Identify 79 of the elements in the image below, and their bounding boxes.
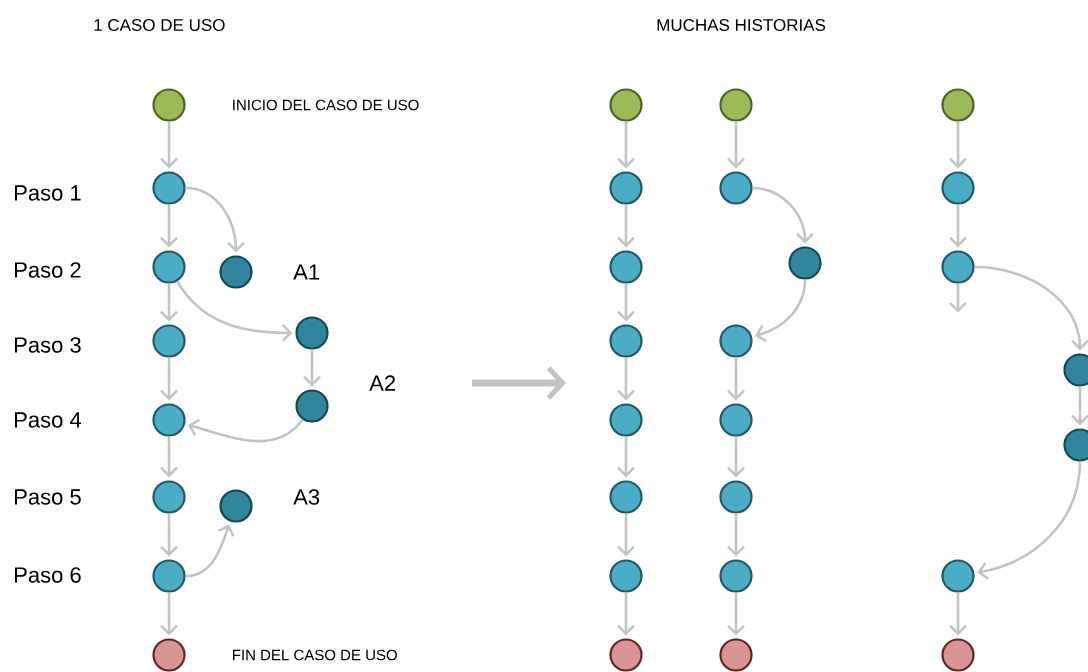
step-circle [1063, 353, 1088, 387]
step-circle [941, 171, 975, 205]
arrow [727, 436, 745, 478]
step-circle [719, 403, 753, 437]
arrow [617, 436, 635, 478]
step-circle [609, 250, 643, 284]
step-circle [219, 255, 253, 289]
step-circle [609, 480, 643, 514]
arrow [949, 592, 967, 636]
step-circle [609, 324, 643, 358]
arrow [752, 186, 814, 244]
arrow [617, 283, 635, 322]
arrow [617, 204, 635, 248]
label: A1 [293, 264, 320, 280]
step-circle [152, 559, 186, 593]
label: A2 [369, 375, 395, 391]
start-circle [719, 88, 753, 122]
label: Paso 5 [15, 489, 81, 505]
arrow [727, 592, 745, 636]
label: Paso 4 [15, 412, 82, 428]
arrow [160, 121, 178, 169]
step-circle [295, 316, 329, 350]
step-circle [609, 171, 643, 205]
end-circle [719, 638, 753, 672]
label: 1 CASO DE USO [94, 18, 225, 31]
arrow [949, 121, 967, 169]
step-circle [295, 389, 329, 423]
end-circle [609, 638, 643, 672]
step-circle [152, 250, 186, 284]
label: Paso 6 [15, 567, 81, 583]
arrow [185, 186, 245, 253]
arrow [187, 418, 304, 443]
arrow [754, 279, 807, 343]
arrow [617, 121, 635, 169]
step-circle [1063, 428, 1088, 462]
end-circle [941, 638, 975, 672]
step-circle [152, 324, 186, 358]
arrow [727, 357, 745, 401]
step-circle [719, 324, 753, 358]
arrow [160, 592, 178, 636]
arrow [974, 265, 1088, 351]
arrow [160, 283, 178, 322]
arrow [160, 357, 178, 401]
step-circle [941, 559, 975, 593]
arrow [727, 513, 745, 557]
arrow [176, 280, 293, 342]
step-circle [219, 489, 253, 523]
step-circle [941, 250, 975, 284]
step-circle [609, 403, 643, 437]
label: Paso 3 [15, 337, 81, 353]
step-circle [719, 559, 753, 593]
circle-caption: FIN DEL CASO DE USO [233, 649, 397, 661]
step-circle [609, 559, 643, 593]
step-circle [719, 480, 753, 514]
arrow [977, 461, 1082, 580]
arrow [617, 357, 635, 401]
step-circle [152, 480, 186, 514]
label: MUCHAS HISTORIAS [657, 18, 826, 31]
arrow [949, 283, 967, 313]
arrow [185, 524, 235, 578]
arrow [1071, 386, 1088, 426]
arrow [160, 513, 178, 557]
arrow [617, 513, 635, 557]
circle-caption: INICIO DEL CASO DE USO [233, 99, 419, 111]
start-circle [941, 88, 975, 122]
arrow [303, 349, 321, 387]
arrow [160, 204, 178, 248]
arrow [160, 436, 178, 478]
label: A3 [293, 489, 320, 505]
step-circle [152, 171, 186, 205]
arrow [727, 121, 745, 169]
label: Paso 2 [15, 262, 81, 278]
label: Paso 1 [15, 185, 81, 201]
arrow [617, 592, 635, 636]
arrow [949, 204, 967, 248]
step-circle [788, 246, 822, 280]
step-circle [719, 171, 753, 205]
start-circle [609, 88, 643, 122]
step-circle [152, 403, 186, 437]
